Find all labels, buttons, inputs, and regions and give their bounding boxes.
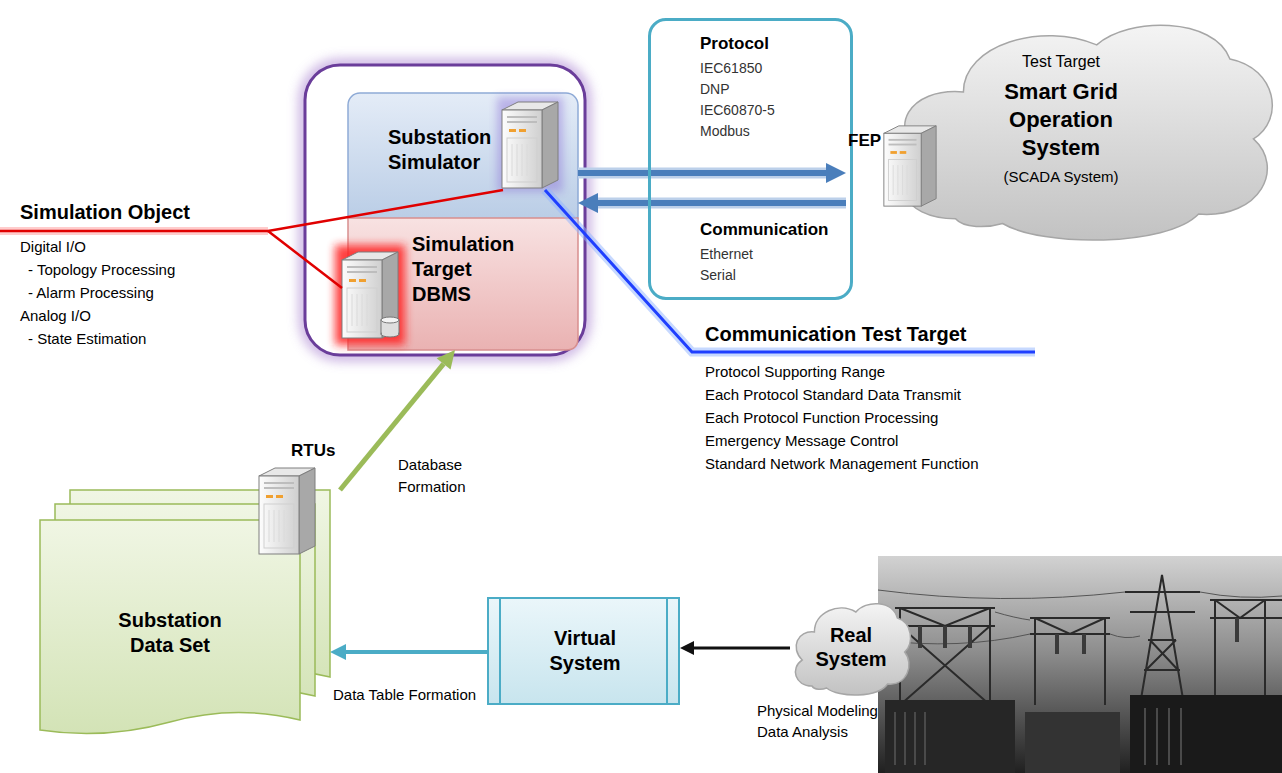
- substation-photo: [878, 556, 1282, 773]
- real-system-cloud: Real System: [790, 598, 912, 698]
- arrow-head: [437, 350, 455, 370]
- node-label: IEC61850 DNP IEC60870-5 Modbus: [700, 58, 782, 142]
- node-label: Substation Data Set: [118, 608, 221, 658]
- note-text: Physical Modeling: [757, 702, 878, 720]
- rtu-server: RTUs: [255, 440, 340, 558]
- callout-heading: Communication Test Target: [705, 322, 967, 346]
- flow-arrow: [680, 641, 790, 655]
- server-icon: [502, 102, 558, 188]
- edge-label: Data Table Formation: [333, 686, 476, 704]
- node-label: Test Target: [1022, 52, 1100, 71]
- flow-arrow: [330, 644, 487, 660]
- edge-label: Database Formation: [398, 454, 466, 498]
- server-icon: [884, 126, 936, 206]
- server-icon: [882, 124, 938, 208]
- data-page: [40, 520, 300, 734]
- flow-arrow: [578, 163, 846, 183]
- arrow-shaft: [598, 200, 846, 206]
- simulator-panel: Substation Simulator: [348, 93, 578, 218]
- virtual-system-box: Virtual System: [487, 597, 680, 705]
- arrow-glow: [598, 198, 846, 209]
- arrow-shaft: [346, 650, 487, 654]
- note-text: Data Analysis: [757, 723, 848, 741]
- server-icon: [342, 252, 398, 338]
- cloud-outline: [795, 604, 910, 695]
- database-panel: Simulation Target DBMS: [348, 218, 578, 350]
- icon-glow: [497, 97, 563, 192]
- callout-heading: Simulation Object: [20, 200, 190, 224]
- list-item: Emergency Message Control: [705, 432, 898, 450]
- node-label: Virtual System: [549, 626, 620, 676]
- list-item: - Alarm Processing: [28, 284, 154, 302]
- icon-glow: [335, 245, 405, 345]
- node-label: Substation Simulator: [388, 125, 491, 175]
- box-bar: [666, 599, 668, 703]
- arrow-head: [578, 193, 598, 213]
- node-label: Smart Grid Operation System: [994, 78, 1129, 162]
- flow-arrow: [578, 193, 846, 213]
- group-outline: [305, 65, 585, 355]
- server-icon: [257, 466, 317, 556]
- database-cylinder: [381, 317, 399, 337]
- arrow-head: [826, 163, 846, 183]
- list-item: Each Protocol Function Processing: [705, 409, 938, 427]
- node-label: RTUs: [291, 440, 335, 461]
- protocol-box: ProtocolIEC61850 DNP IEC60870-5 ModbusCo…: [648, 18, 853, 300]
- list-item: - Topology Processing: [28, 261, 175, 279]
- node-label: Simulation Target DBMS: [412, 232, 514, 307]
- arrow-shaft: [694, 647, 790, 650]
- simulator-section: [348, 93, 578, 228]
- node-label: Real System: [815, 623, 886, 671]
- cloud-outline: [902, 25, 1272, 240]
- list-item: Protocol Supporting Range: [705, 363, 885, 381]
- arrow-head: [680, 641, 694, 655]
- fep-server: FEP: [846, 118, 941, 210]
- test-target-cloud: Test TargetSmart Grid Operation System (S…: [885, 12, 1277, 247]
- node-label: Protocol: [700, 33, 769, 54]
- server-icon: [259, 468, 315, 554]
- node-label: Communication: [700, 219, 828, 240]
- list-item: Analog I/O: [20, 307, 91, 325]
- node-label: (SCADA System): [1003, 168, 1118, 186]
- list-item: Standard Network Management Function: [705, 455, 978, 473]
- node-label: Ethernet Serial: [700, 244, 782, 286]
- arrow-shaft: [578, 170, 826, 176]
- arrow-glow: [578, 168, 826, 179]
- box-bar: [499, 599, 501, 703]
- node-label: FEP: [848, 130, 881, 151]
- list-item: - State Estimation: [28, 330, 146, 348]
- group-glow: [305, 65, 585, 355]
- arrow-head: [330, 644, 346, 660]
- list-item: Digital I/O: [20, 238, 86, 256]
- list-item: Each Protocol Standard Data Transmit: [705, 386, 961, 404]
